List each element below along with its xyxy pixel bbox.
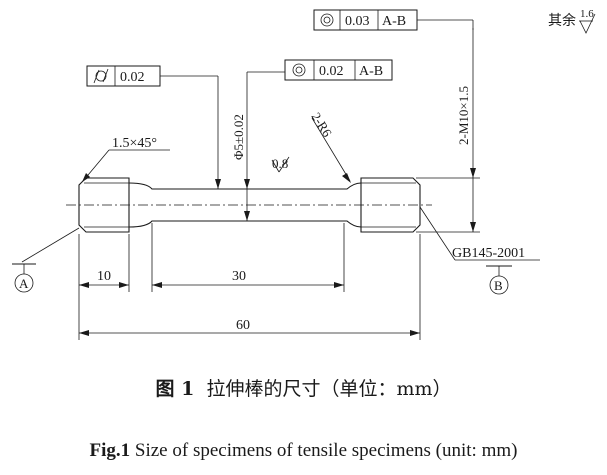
coaxiality-frame-mid: 0.02 A-B xyxy=(284,59,393,81)
coaxiality-frame-top: 0.03 A-B xyxy=(313,9,418,31)
grip-length-label: 10 xyxy=(97,269,111,284)
cylindricity-tolerance: 0.02 xyxy=(120,70,145,85)
specimen-body xyxy=(66,177,432,233)
caption-english: Fig.1 Size of specimens of tensile speci… xyxy=(0,440,607,462)
coaxiality-top-datum: A-B xyxy=(382,14,406,29)
standard-label: GB145-2001 xyxy=(452,246,525,261)
roughness-prefix: 其余 xyxy=(548,12,576,29)
cylindricity-frame: 0.02 xyxy=(86,65,161,87)
diameter-label: Φ5±0.02 xyxy=(231,114,246,160)
gauge-length-label: 30 xyxy=(232,269,246,284)
roughness-symbol xyxy=(271,156,290,173)
coaxiality-mid-datum: A-B xyxy=(359,64,383,79)
specimen-drawing: 0.8 其余 1.6 0.03 A-B 0.02 0.02 A-B 1.5×45… xyxy=(12,8,596,340)
coaxiality-top-tolerance: 0.03 xyxy=(345,14,370,29)
datum-b-label: B xyxy=(494,278,503,293)
caption-en-text: Size of specimens of tensile specimens (… xyxy=(134,440,518,461)
roughness-general-value: 1.6 xyxy=(580,8,594,20)
total-length-label: 60 xyxy=(236,318,250,333)
radius-label: 2-R6 xyxy=(308,110,335,140)
chamfer-label: 1.5×45° xyxy=(112,136,157,151)
coaxiality-mid-tolerance: 0.02 xyxy=(319,64,344,79)
thread-label: 2-M10×1.5 xyxy=(456,86,471,145)
caption-chinese: 图 1 拉伸棒的尺寸（单位：mm） xyxy=(0,374,607,401)
roughness-gauge-value: 0.8 xyxy=(272,156,288,171)
datum-a-label: A xyxy=(19,276,29,291)
caption-en-label: Fig.1 xyxy=(89,440,131,461)
caption-cn-text: 拉伸棒的尺寸（单位：mm） xyxy=(206,378,452,400)
general-roughness: 其余 1.6 xyxy=(548,8,596,34)
caption-cn-label: 图 1 xyxy=(155,378,195,400)
dimension-lines xyxy=(12,19,540,340)
